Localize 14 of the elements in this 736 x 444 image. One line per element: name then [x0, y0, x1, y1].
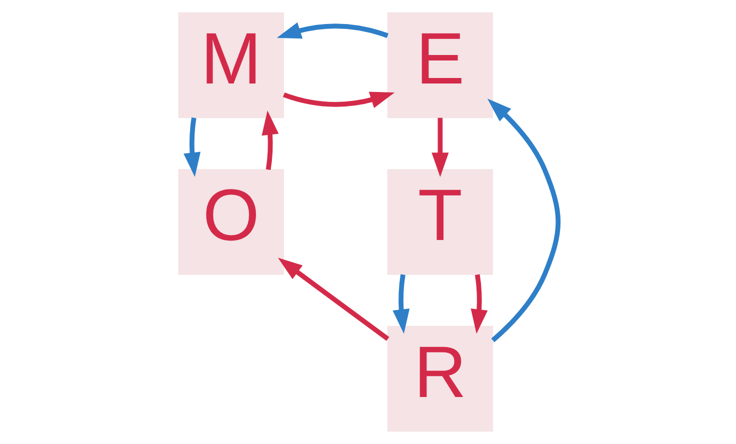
node-box: T	[386, 169, 493, 275]
arrow	[277, 258, 389, 341]
arrow	[470, 274, 488, 334]
arrow	[183, 117, 200, 177]
arrow	[431, 118, 448, 177]
arrow	[261, 110, 278, 170]
node-box: M	[178, 12, 284, 118]
arrow	[392, 274, 410, 334]
arrow	[282, 92, 394, 108]
arrow	[486, 98, 560, 342]
node-box: R	[386, 326, 493, 432]
node-box: O	[178, 169, 284, 275]
arrow	[276, 22, 388, 39]
node-box: E	[386, 12, 493, 118]
